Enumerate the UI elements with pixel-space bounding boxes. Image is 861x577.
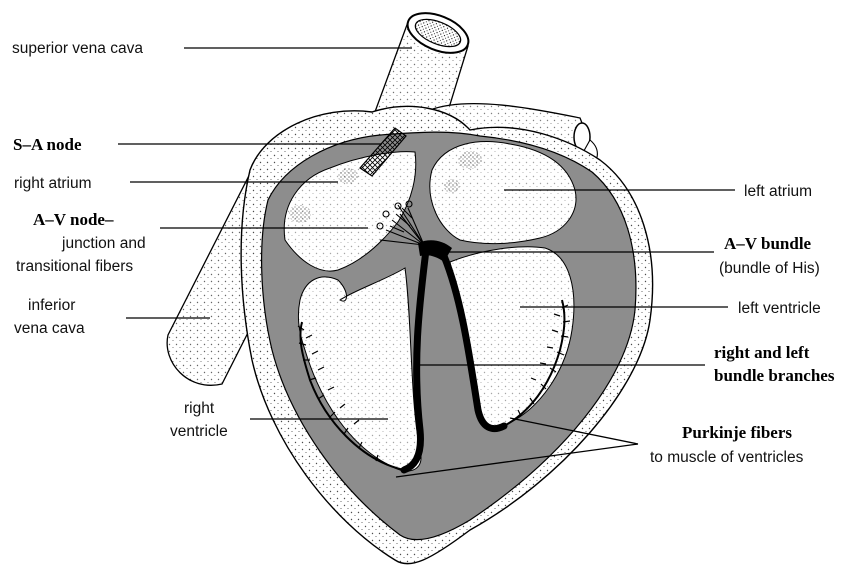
label-sa-node: S–A node: [13, 135, 82, 154]
label-purkinje-fibers: Purkinje fibers: [682, 423, 792, 442]
label-av-bundle: A–V bundle: [724, 234, 812, 253]
label-left-atrium: left atrium: [744, 183, 812, 200]
label-bundle-branches-1: right and left: [714, 343, 810, 362]
label-av-node: A–V node–: [33, 210, 114, 229]
label-superior-vena-cava: superior vena cava: [12, 40, 143, 57]
label-purkinje-sub: to muscle of ventricles: [650, 449, 804, 466]
label-bundle-branches-2: bundle branches: [714, 366, 835, 385]
label-inferior-vena-cava-1: inferior: [28, 297, 75, 314]
label-inferior-vena-cava-2: vena cava: [14, 320, 85, 337]
label-left-ventricle: left ventricle: [738, 300, 821, 317]
label-av-node-line3: transitional fibers: [16, 258, 133, 275]
label-av-node-line2: junction and: [61, 235, 146, 252]
label-right-ventricle-1: right: [184, 400, 215, 417]
label-right-ventricle-2: ventricle: [170, 423, 228, 440]
label-av-bundle-sub: (bundle of His): [719, 260, 820, 277]
label-right-atrium: right atrium: [14, 175, 92, 192]
